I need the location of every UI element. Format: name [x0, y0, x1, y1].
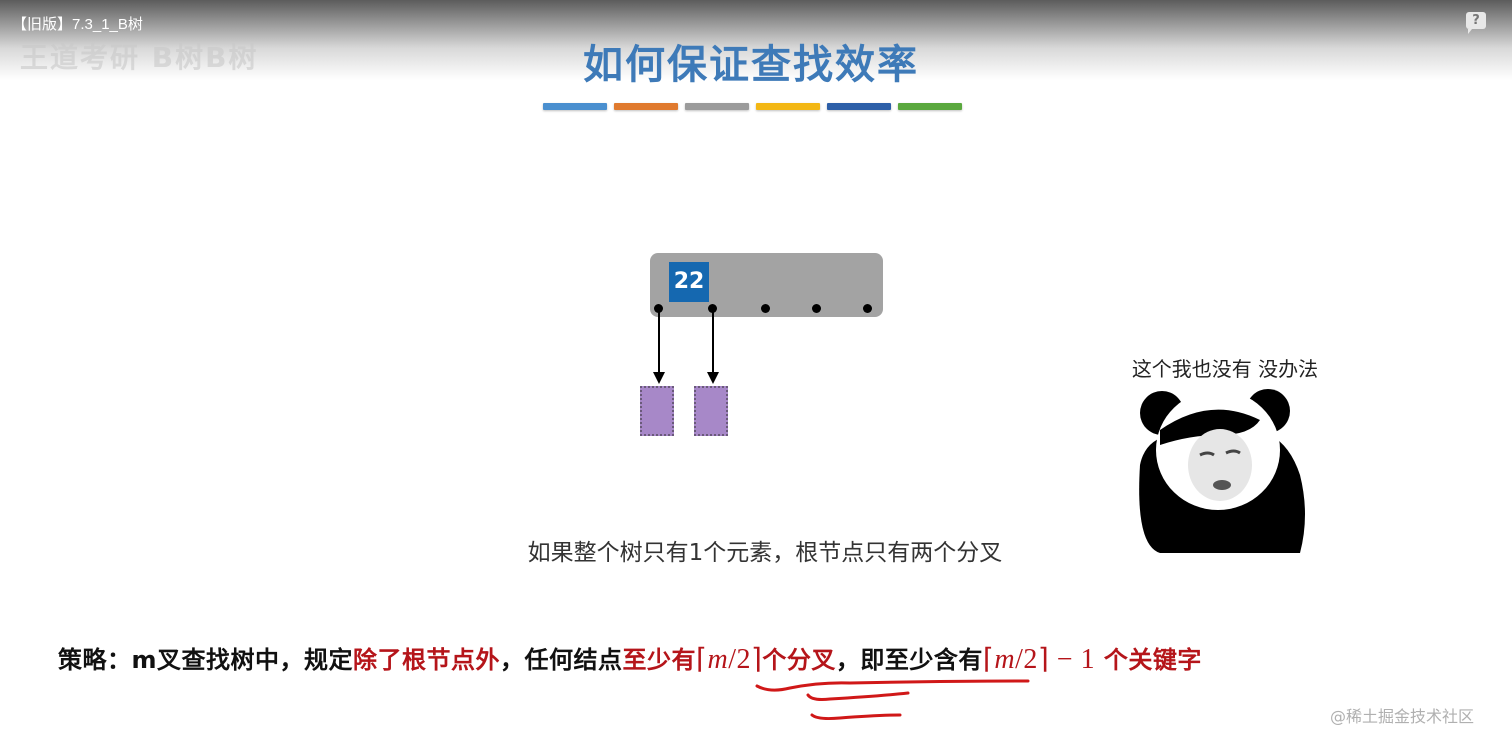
- ceil-m-over-2: ⌈m/2⌉: [696, 644, 762, 675]
- decor-color-bars: [543, 103, 962, 110]
- strategy-text: ，即至少含有: [835, 646, 983, 674]
- color-bar: [898, 103, 962, 110]
- child-pointer: [812, 304, 821, 313]
- ceil-close: ⌉: [750, 644, 763, 675]
- arrow-line: [658, 309, 660, 373]
- math-var: m: [994, 644, 1016, 675]
- panda-meme-image: 这个我也没有 没办法: [1100, 335, 1350, 560]
- help-feedback-icon[interactable]: ?: [1466, 12, 1486, 34]
- color-bar: [756, 103, 820, 110]
- arrow-head-icon: [707, 372, 719, 384]
- color-bar: [614, 103, 678, 110]
- strategy-statement: 策略：m叉查找树中，规定除了根节点外，任何结点至少有⌈m/2⌉个分叉，即至少含有…: [58, 640, 1202, 676]
- ceil-open: ⌈: [982, 644, 995, 675]
- strategy-highlight: 个关键字: [1095, 646, 1202, 674]
- child-node: [640, 386, 674, 436]
- child-pointer: [761, 304, 770, 313]
- child-pointer: [863, 304, 872, 313]
- panda-face-icon: [1139, 389, 1305, 553]
- child-pointer: [708, 304, 717, 313]
- watermark: @稀土掘金技术社区: [1330, 707, 1475, 726]
- math-rest: /2: [728, 644, 751, 675]
- arrow-head-icon: [653, 372, 665, 384]
- slide-caption: 如果整个树只有1个元素，根节点只有两个分叉: [527, 540, 1003, 566]
- video-top-bar: 【旧版】7.3_1_B树 王道考研 B树B树 ?: [0, 0, 1512, 80]
- color-bar: [543, 103, 607, 110]
- slide-title: 如何保证查找效率: [583, 42, 919, 88]
- ceil-close: ⌉ − 1: [1037, 644, 1096, 675]
- color-bar: [827, 103, 891, 110]
- strategy-text: 策略：m叉查找树中，规定: [58, 646, 354, 674]
- ceil-m-over-2-minus-1: ⌈m/2⌉ − 1: [983, 644, 1095, 675]
- arrow-line: [712, 309, 714, 373]
- child-node: [694, 386, 728, 436]
- strategy-highlight: 除了根节点外: [353, 646, 501, 674]
- ghost-logo: 王道考研 B树B树: [20, 41, 259, 74]
- video-title: 【旧版】7.3_1_B树: [12, 16, 143, 33]
- strategy-text: ，任何结点: [500, 646, 623, 674]
- math-rest: /2: [1015, 644, 1038, 675]
- math-var: m: [707, 644, 729, 675]
- ceil-open: ⌈: [696, 644, 708, 675]
- meme-text: 这个我也没有 没办法: [1131, 357, 1319, 381]
- node-key: 22: [669, 262, 709, 302]
- child-pointer: [654, 304, 663, 313]
- strategy-highlight: 至少有: [622, 646, 697, 674]
- color-bar: [685, 103, 749, 110]
- strategy-highlight: 个分叉: [762, 646, 836, 674]
